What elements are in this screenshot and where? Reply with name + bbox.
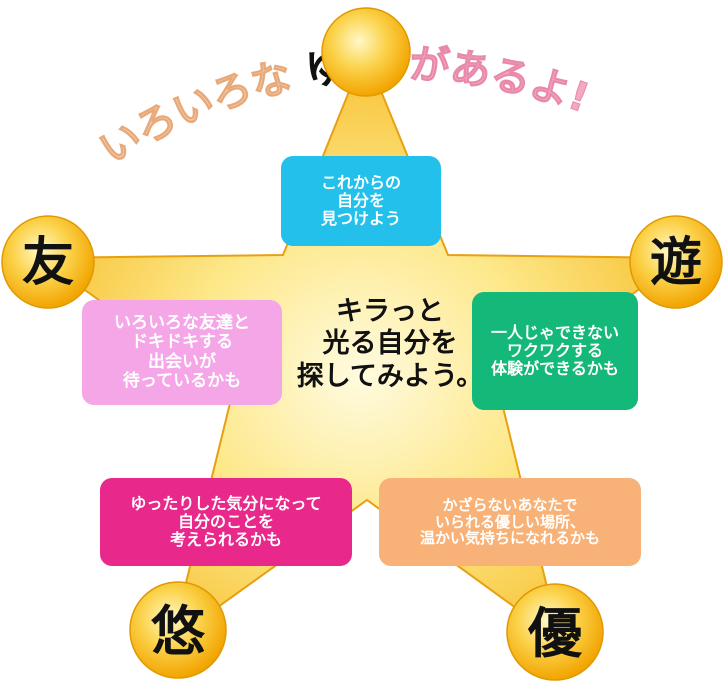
box-bottom-left: ゆったりした気分になって 自分のことを 考えられるかも <box>100 478 352 566</box>
center-line-2: 光る自分を <box>322 328 458 360</box>
box-bottom-right-line-3: 温かい気持ちになれるかも <box>419 529 600 548</box>
node-asobi-label: 遊 <box>650 233 702 293</box>
arc-title-part1: いろいろな <box>92 53 296 173</box>
box-bottom-right-line-2: いられる優しい場所、 <box>434 512 585 531</box>
box-bottom-left-line-3: 考えられるかも <box>169 529 282 549</box>
node-yuu-calm-label: 悠 <box>151 600 206 663</box>
box-right-line-1: 一人じゃできない <box>490 323 619 343</box>
box-top-line-2: 自分を <box>336 191 385 211</box>
box-left-line-3: 出会いが <box>148 351 216 372</box>
box-right: 一人じゃできない ワクワクする 体験ができるかも <box>472 292 638 410</box>
box-top-line-3: 見つけよう <box>320 208 401 228</box>
node-yasashii: 優 <box>506 583 604 681</box>
box-top-line-1: これからの <box>320 173 401 193</box>
node-yuu-top <box>321 7 411 97</box>
node-yuu-calm: 悠 <box>129 581 227 679</box>
box-bottom-left-line-2: 自分のことを <box>177 512 274 532</box>
box-left-line-1: いろいろな友達と <box>114 313 250 334</box>
node-tomo: 友 <box>1 215 95 309</box>
box-top: これからの 自分を 見つけよう <box>281 156 441 246</box>
node-yasashii-label: 優 <box>527 602 583 665</box>
box-left-line-4: 待っているかも <box>122 370 242 391</box>
box-bottom-right: かざらないあなたで いられる優しい場所、 温かい気持ちになれるかも <box>379 478 641 566</box>
arc-title-part3: があるよ! <box>408 41 595 122</box>
box-bottom-left-line-1: ゆったりした気分になって <box>130 494 322 514</box>
center-message: キラっと 光る自分を 探してみよう。 <box>292 296 488 393</box>
node-tomo-label: 友 <box>22 233 74 293</box>
box-left: いろいろな友達と ドキドキする 出会いが 待っているかも <box>82 300 282 405</box>
node-asobi: 遊 <box>629 215 723 309</box>
box-bottom-right-line-1: かざらないあなたで <box>442 495 578 514</box>
box-right-line-2: ワクワクする <box>506 341 603 361</box>
box-left-line-2: ドキドキする <box>131 332 233 353</box>
box-right-line-3: 体験ができるかも <box>491 358 619 378</box>
center-line-3: 探してみよう。 <box>296 360 484 392</box>
center-line-1: キラっと <box>336 296 444 327</box>
